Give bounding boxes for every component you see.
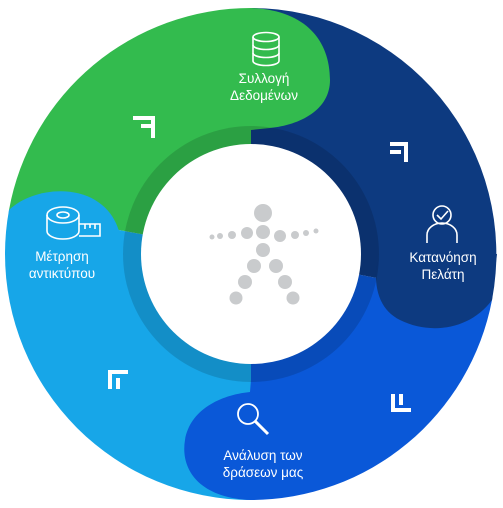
wave-analyze	[184, 380, 251, 500]
tape-measure-icon	[46, 206, 101, 240]
database-icon	[252, 31, 280, 67]
label-analyze: Ανάλυση των δράσεων μας	[223, 447, 303, 481]
magnifier-icon	[237, 403, 270, 436]
corner-arrow-icon	[390, 142, 408, 162]
corner-arrow-icon	[133, 116, 155, 138]
label-understand: Κατανόηση Πελάτη	[409, 249, 476, 283]
label-collect-line1: Συλλογή	[238, 71, 290, 86]
label-measure-line2: αντικτύπου	[28, 266, 96, 281]
ring	[5, 8, 497, 500]
label-measure: Μέτρηση αντικτύπου	[29, 248, 95, 282]
label-understand-line2: Πελάτη	[421, 267, 465, 282]
label-understand-line1: Κατανόηση	[409, 250, 477, 265]
wave-understand	[375, 254, 497, 329]
corner-arrow-icon	[108, 370, 128, 389]
dot-figure-icon	[209, 204, 319, 305]
label-collect-line2: Δεδομένων	[230, 88, 298, 103]
corner-arrow-icon	[391, 394, 411, 412]
center-disc	[141, 144, 361, 364]
label-measure-line1: Μέτρηση	[35, 249, 89, 264]
customer-check-icon	[426, 205, 458, 243]
label-analyze-line2: δράσεων μας	[222, 465, 304, 480]
label-collect: Συλλογή Δεδομένων	[230, 70, 298, 104]
wave-collect	[251, 8, 330, 130]
label-analyze-line1: Ανάλυση των	[223, 448, 303, 463]
